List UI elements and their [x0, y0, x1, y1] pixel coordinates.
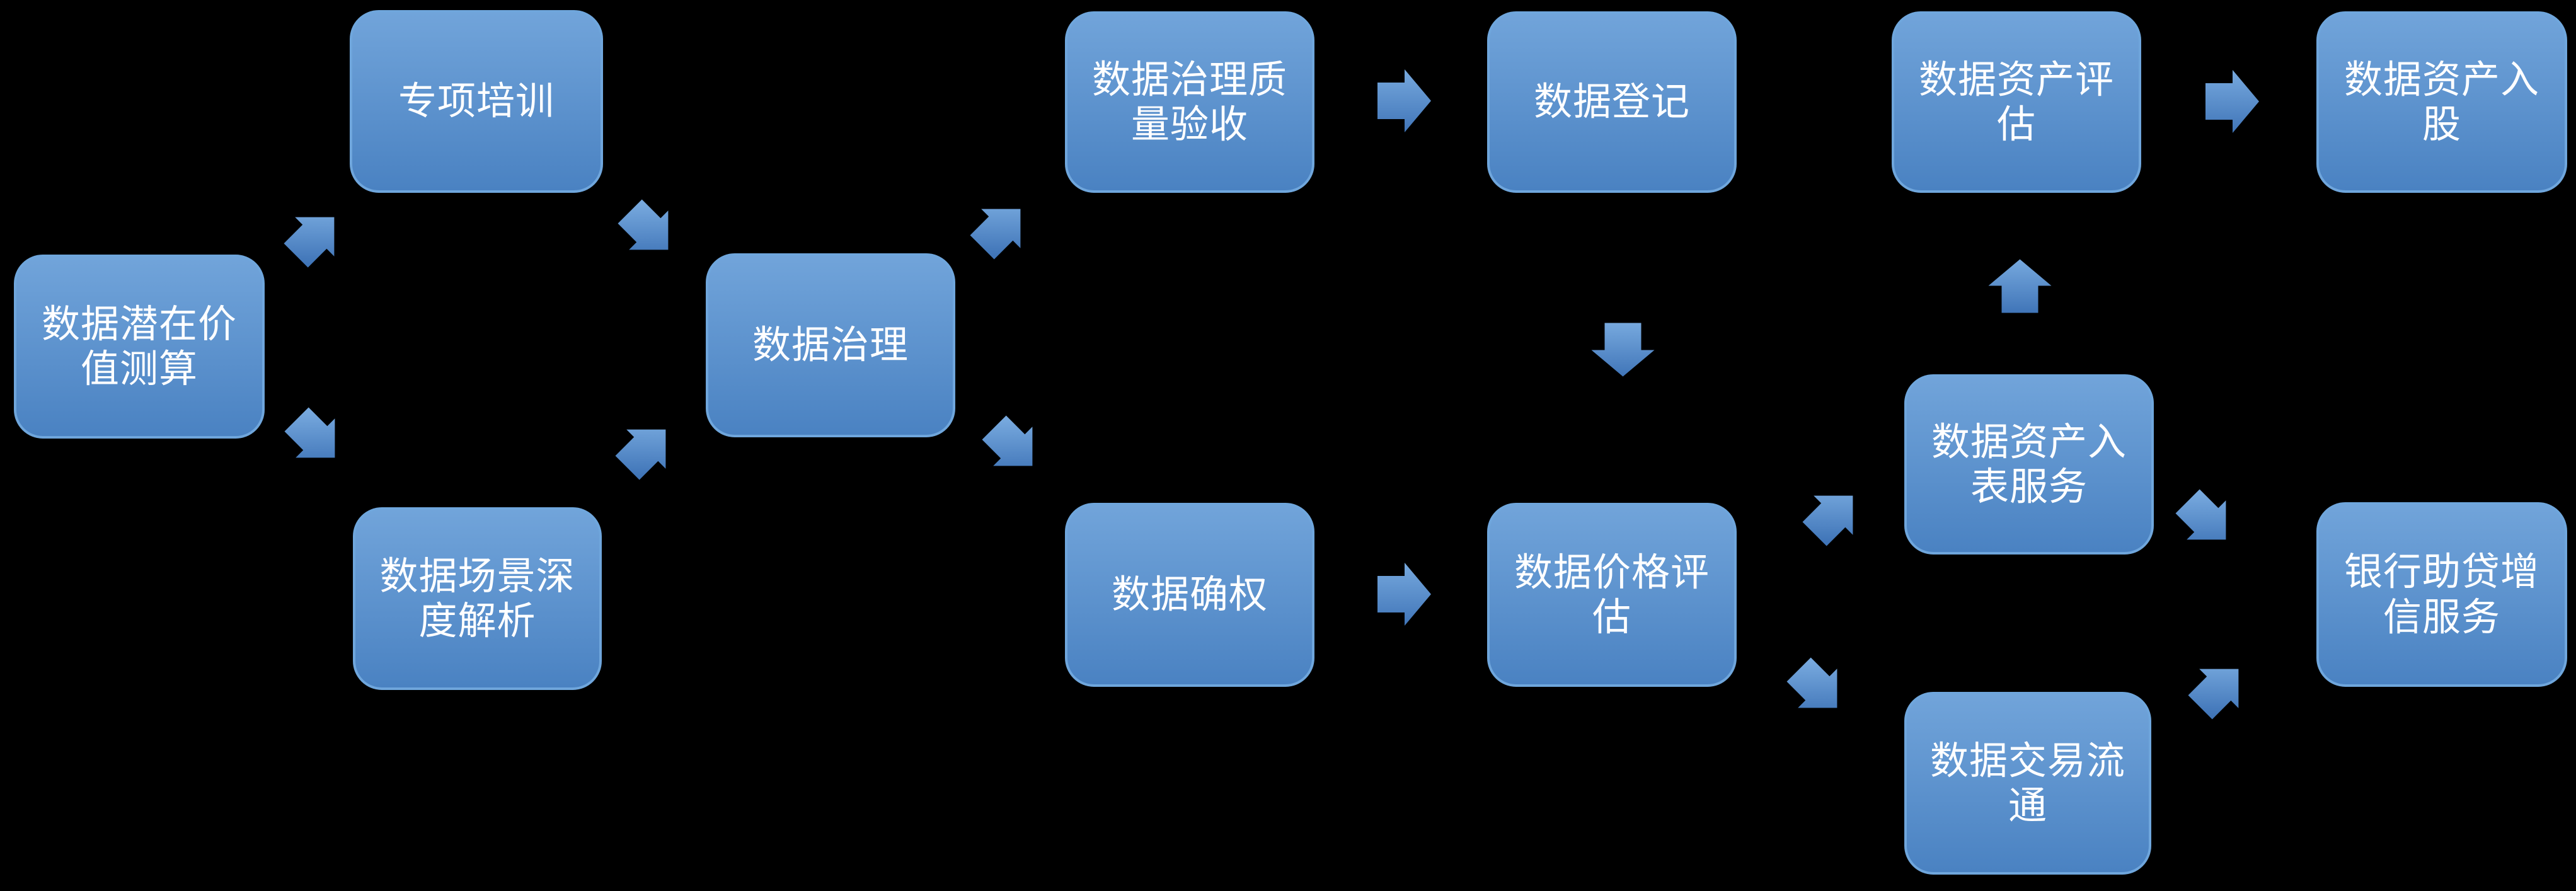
flow-node-data-asset-entry-service: 数据资产入表服务: [1904, 374, 2154, 555]
block-arrow-icon: [1786, 657, 1837, 708]
block-arrow-icon: [1377, 69, 1431, 132]
flow-node-data-asset-equity: 数据资产入股: [2316, 11, 2567, 193]
flow-arrow-data-rights-confirmation--to--data-price-evaluation: [1377, 563, 1431, 626]
flow-node-bank-loan-credit-enhancement: 银行助贷增信服务: [2316, 502, 2567, 687]
flow-arrow-data-potential-value-calc--to--special-training: [284, 217, 335, 268]
flow-node-governance-quality-acceptance: 数据治理质量验收: [1065, 11, 1314, 193]
block-arrow-icon: [2175, 489, 2226, 540]
flow-arrow-governance-quality-acceptance--to--data-registration: [1377, 69, 1431, 132]
block-arrow-icon: [1988, 259, 2051, 313]
flow-arrow-data-asset-entry-service--to--bank-loan-credit-enhancement: [2175, 489, 2226, 540]
flow-node-data-registration: 数据登记: [1487, 11, 1737, 193]
block-arrow-icon: [1377, 563, 1431, 626]
flow-arrow-data-registration--to--data-price-evaluation: [1591, 323, 1654, 377]
flow-node-data-potential-value-calc: 数据潜在价值测算: [14, 255, 265, 439]
flow-arrow-data-asset-entry-service--to--data-asset-evaluation: [1988, 259, 2051, 313]
block-arrow-icon: [970, 209, 1021, 260]
flow-node-data-asset-evaluation: 数据资产评估: [1892, 11, 2141, 193]
block-arrow-icon: [284, 407, 335, 458]
flow-node-data-rights-confirmation: 数据确权: [1065, 503, 1314, 687]
block-arrow-icon: [2188, 669, 2239, 720]
flow-arrow-data-scenario-deep-analysis--to--data-governance: [615, 429, 666, 480]
flow-arrow-data-price-evaluation--to--data-trading-circulation: [1786, 657, 1837, 708]
flow-arrow-data-trading-circulation--to--bank-loan-credit-enhancement: [2188, 669, 2239, 720]
flow-node-data-trading-circulation: 数据交易流通: [1904, 692, 2151, 875]
block-arrow-icon: [1802, 495, 1853, 546]
block-arrow-icon: [615, 429, 666, 480]
flow-arrow-data-potential-value-calc--to--data-scenario-deep-analysis: [284, 407, 335, 458]
block-arrow-icon: [284, 217, 335, 268]
flow-arrow-data-governance--to--governance-quality-acceptance: [970, 209, 1021, 260]
flow-arrow-data-asset-evaluation--to--data-asset-equity: [2205, 70, 2259, 133]
block-arrow-icon: [982, 415, 1033, 466]
flow-arrow-data-governance--to--data-rights-confirmation: [982, 415, 1033, 466]
block-arrow-icon: [618, 199, 669, 250]
block-arrow-icon: [1591, 323, 1654, 377]
flow-node-data-scenario-deep-analysis: 数据场景深度解析: [353, 507, 602, 690]
flow-node-data-governance: 数据治理: [706, 253, 955, 437]
flow-arrow-special-training--to--data-governance: [618, 199, 669, 250]
flow-node-data-price-evaluation: 数据价格评估: [1487, 503, 1737, 687]
block-arrow-icon: [2205, 70, 2259, 133]
flow-node-special-training: 专项培训: [350, 10, 603, 193]
flow-arrow-data-price-evaluation--to--data-asset-entry-service: [1802, 495, 1853, 546]
